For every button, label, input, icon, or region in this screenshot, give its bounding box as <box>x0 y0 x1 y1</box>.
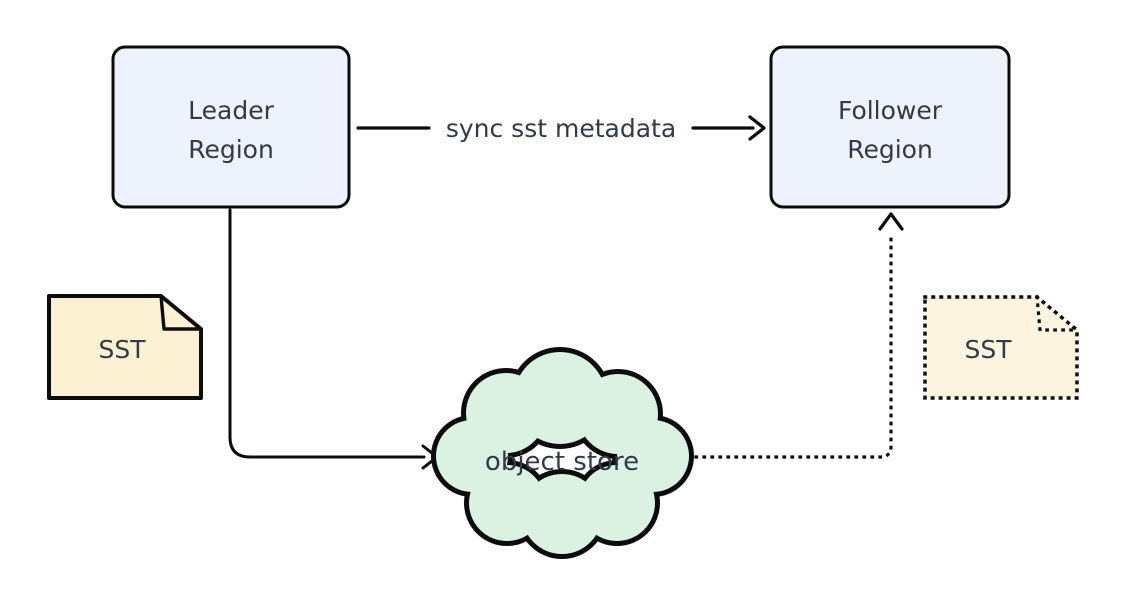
node-follower-region-label-line1: Follower <box>838 96 943 125</box>
edge-upload-sst-line <box>228 208 426 459</box>
node-sst-replica: SST <box>923 295 1079 400</box>
edge-sync-metadata: sync sst metadata <box>356 114 766 143</box>
node-leader-region-box <box>111 45 351 209</box>
edge-sync-metadata-arrowhead-icon <box>748 115 766 141</box>
node-object-store-label: object store <box>485 447 639 477</box>
node-leader-region: Leader Region <box>111 45 351 209</box>
node-sst-source-label: SST <box>98 335 146 364</box>
node-object-store: object store <box>431 347 694 559</box>
node-sst-source: SST <box>47 294 203 400</box>
node-follower-region: Follower Region <box>769 45 1011 209</box>
node-leader-region-label-line1: Leader <box>188 96 274 125</box>
node-sst-replica-label: SST <box>964 335 1012 364</box>
edge-sync-metadata-label: sync sst metadata <box>446 114 676 143</box>
node-follower-region-box <box>769 45 1011 209</box>
node-sst-replica-fold-icon <box>1035 295 1079 332</box>
node-object-store-cloud-fill <box>436 352 689 554</box>
edge-replicate-sst <box>686 212 904 459</box>
node-follower-region-label-line2: Region <box>847 135 933 164</box>
edge-replicate-sst-arrowhead-icon <box>878 212 904 231</box>
node-sst-source-fold-icon <box>159 295 201 331</box>
cloud-bump-fill <box>436 420 508 492</box>
edge-replicate-sst-line <box>686 230 893 459</box>
node-leader-region-label-line2: Region <box>188 135 274 164</box>
